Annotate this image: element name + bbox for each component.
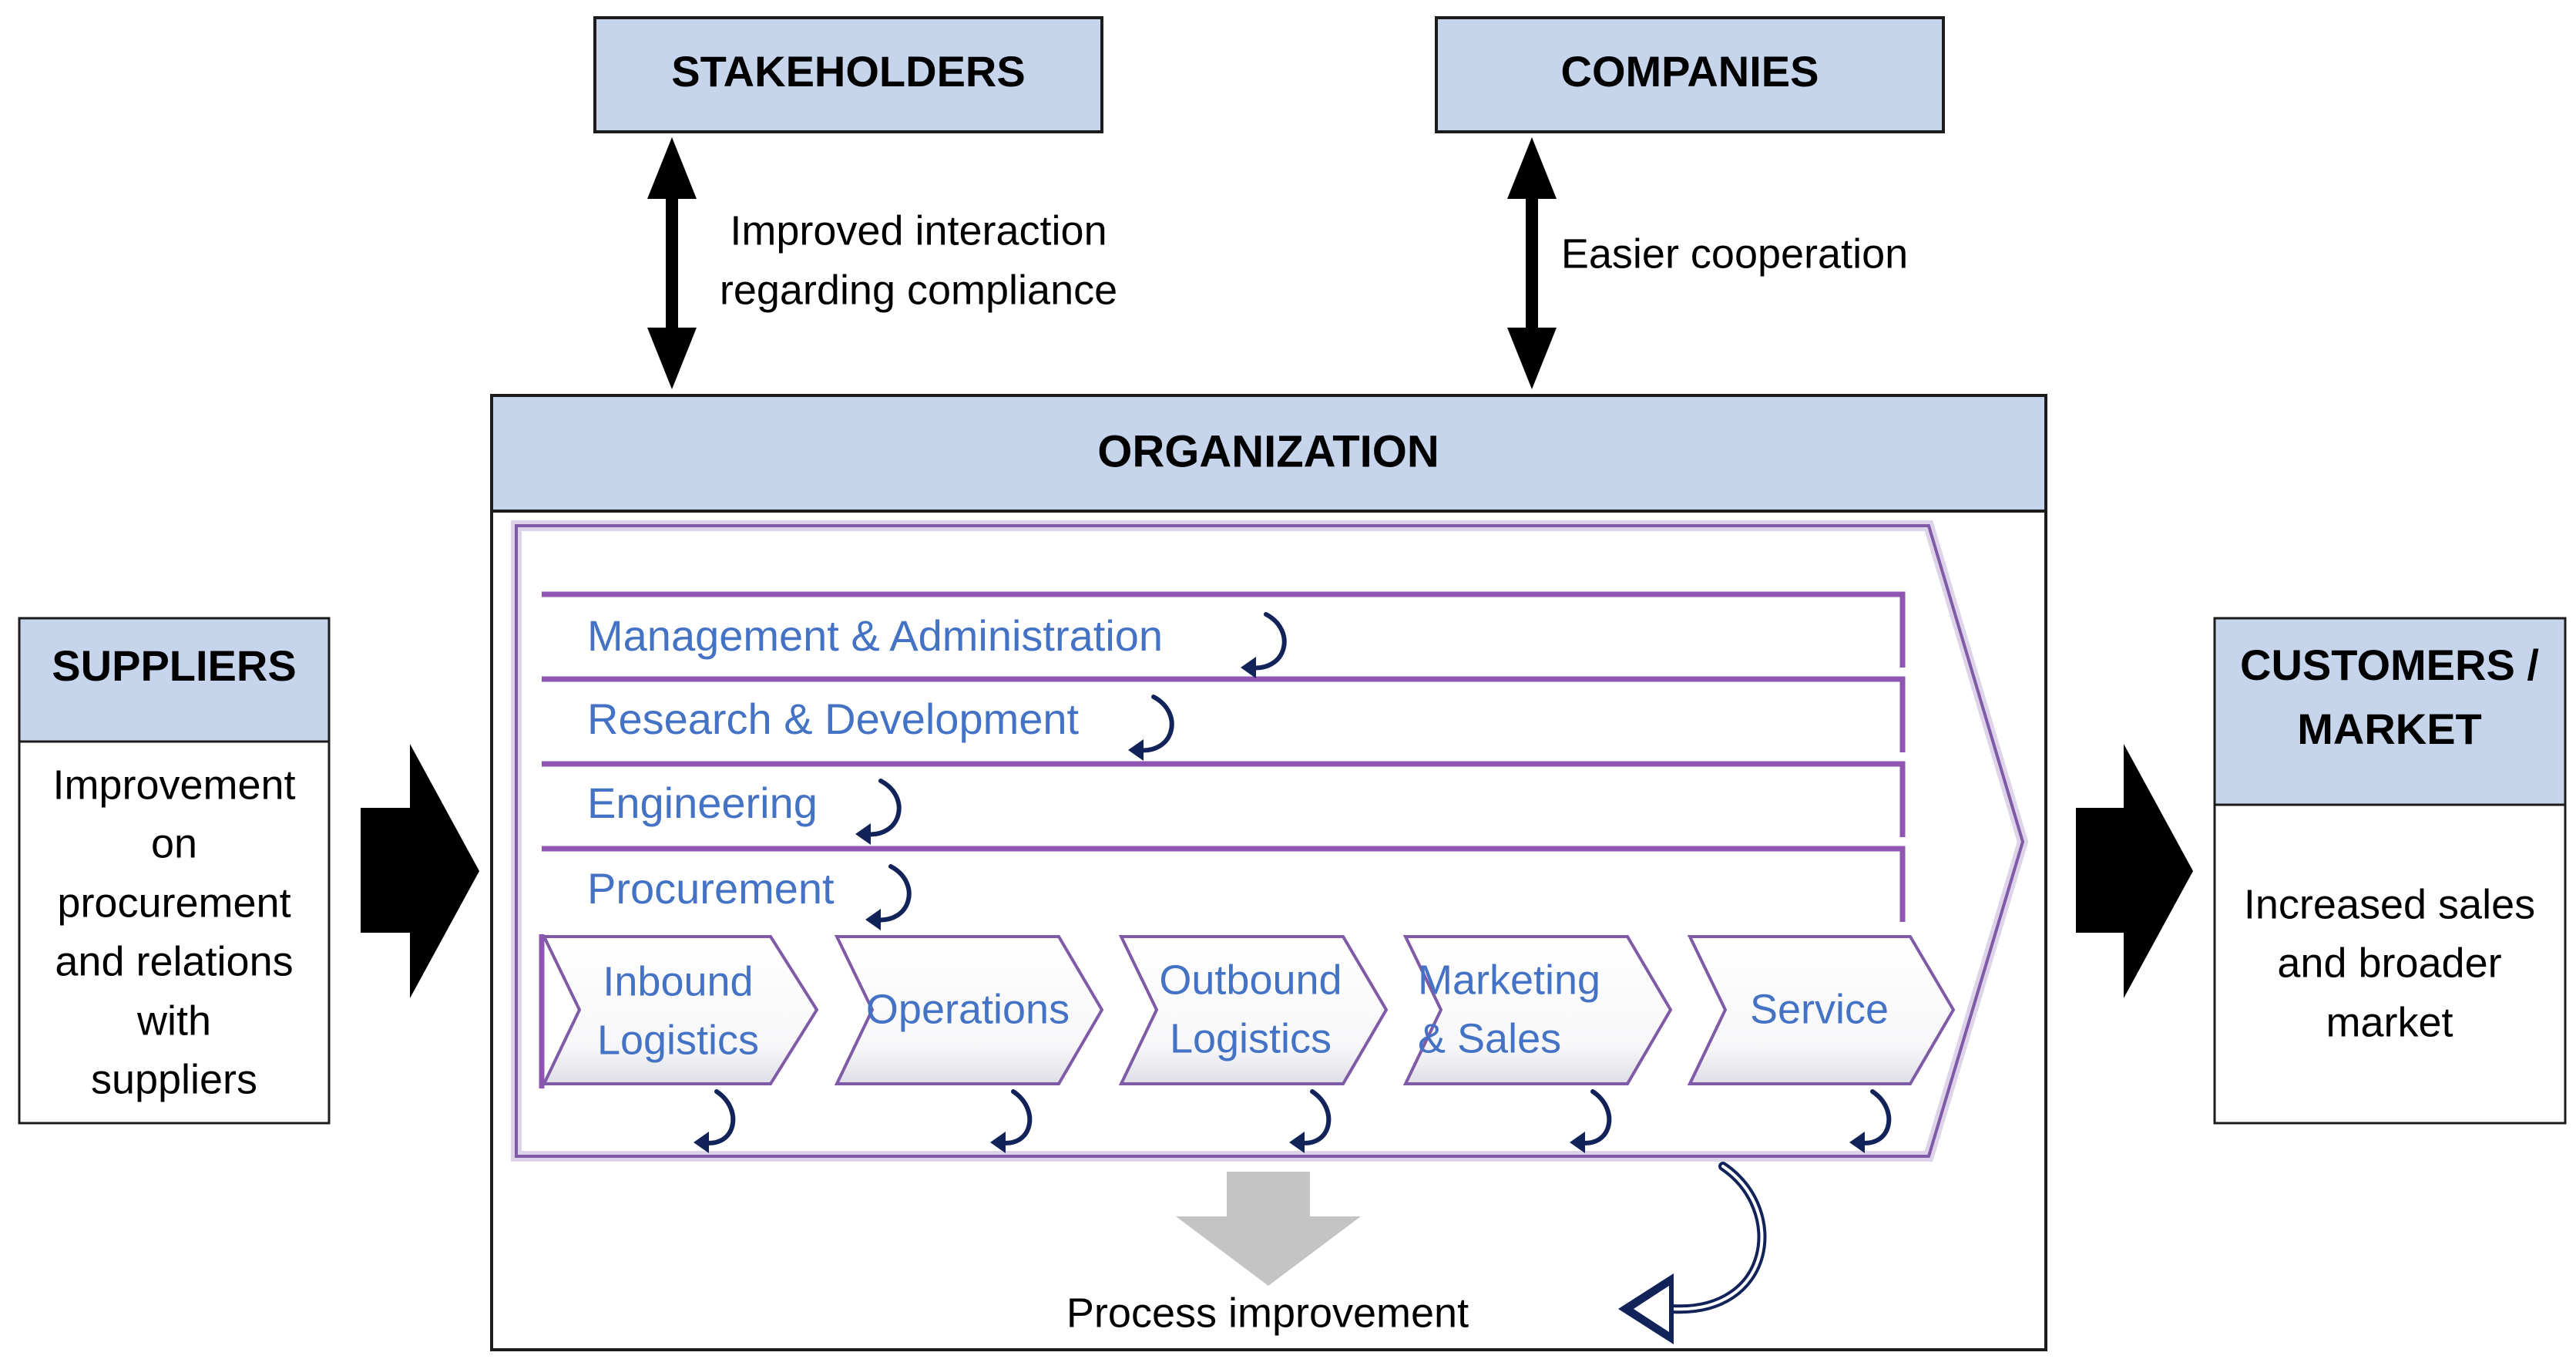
cycle-arrow-icon	[1570, 1089, 1612, 1153]
customers-title-line1: CUSTOMERS /	[2240, 641, 2539, 689]
stakeholders-double-headed-arrow-icon	[647, 137, 697, 389]
companies-double-headed-arrow-icon	[1507, 137, 1557, 389]
companies-title: COMPANIES	[1561, 47, 1819, 96]
process-improvement-arrow-icon	[1176, 1172, 1361, 1286]
companies-note: Easier cooperation	[1561, 230, 1908, 277]
suppliers-title: SUPPLIERS	[52, 641, 296, 690]
cycle-arrow-icon	[694, 1089, 736, 1153]
customers-text-line: and broader	[2277, 940, 2501, 986]
customers-market-box: CUSTOMERS / MARKET Increased sales and b…	[2213, 617, 2567, 1125]
suppliers-text-line: Improvement	[52, 762, 295, 808]
companies-box: COMPANIES	[1435, 16, 1945, 133]
suppliers-text-line: and relations	[55, 938, 293, 984]
stakeholders-box: STAKEHOLDERS	[593, 16, 1103, 133]
primary-activity-marketing-sales: Marketing & Sales	[1402, 935, 1673, 1085]
market-flow-arrow-icon	[2076, 744, 2193, 998]
cycle-arrow-icon	[855, 779, 902, 845]
suppliers-text-line: procurement	[57, 880, 291, 926]
support-activity-procurement: Procurement	[587, 864, 835, 913]
suppliers-text-line: with	[136, 997, 211, 1044]
customers-text-line: Increased sales	[2244, 881, 2535, 927]
primary-activity-label-line1: Marketing	[1418, 957, 1600, 1003]
primary-activity-operations: Operations	[834, 935, 1104, 1085]
primary-activity-service: Service	[1687, 935, 1956, 1085]
cycle-arrow-icon	[1849, 1089, 1892, 1153]
primary-activity-label-line1: Inbound	[603, 958, 753, 1004]
stakeholders-title: STAKEHOLDERS	[671, 47, 1025, 96]
suppliers-box: SUPPLIERS Improvement on procurement and…	[18, 617, 331, 1125]
primary-activity-label-line1: Service	[1750, 986, 1889, 1032]
cycle-arrow-icon	[865, 864, 912, 930]
primary-activity-label-line2: Logistics	[597, 1017, 759, 1063]
suppliers-text-line: on	[151, 820, 197, 866]
primary-activity-label-line1: Operations	[866, 986, 1070, 1032]
cycle-arrow-icon	[1289, 1089, 1332, 1153]
supplier-flow-arrow-icon	[361, 744, 479, 998]
suppliers-text-line: suppliers	[91, 1056, 257, 1102]
stakeholders-note-line1: Improved interaction	[730, 207, 1107, 254]
cycle-arrow-icon	[990, 1089, 1033, 1153]
process-improvement-label: Process improvement	[1066, 1290, 1469, 1336]
support-activity-engineering: Engineering	[587, 779, 818, 827]
stakeholders-note-line2: regarding compliance	[720, 267, 1117, 313]
organization-title: ORGANIZATION	[1097, 426, 1439, 476]
value-chain	[511, 520, 2029, 1162]
cycle-arrow-icon	[1241, 612, 1287, 678]
large-cycle-arrow-icon	[1618, 1162, 1767, 1344]
primary-activity-outbound-logistics: Outbound Logistics	[1118, 935, 1389, 1085]
customers-text-line: market	[2326, 999, 2453, 1045]
primary-activity-label-line1: Outbound	[1159, 957, 1342, 1003]
support-activity-management-administration: Management & Administration	[587, 611, 1163, 660]
customers-title-line2: MARKET	[2297, 705, 2482, 753]
primary-activity-inbound-logistics: Inbound Logistics	[541, 935, 819, 1085]
primary-activity-label-line2: Logistics	[1170, 1015, 1332, 1061]
support-activity-research-development: Research & Development	[587, 695, 1080, 743]
cycle-arrow-icon	[1128, 695, 1174, 761]
primary-activity-label-line2: & Sales	[1418, 1015, 1561, 1061]
